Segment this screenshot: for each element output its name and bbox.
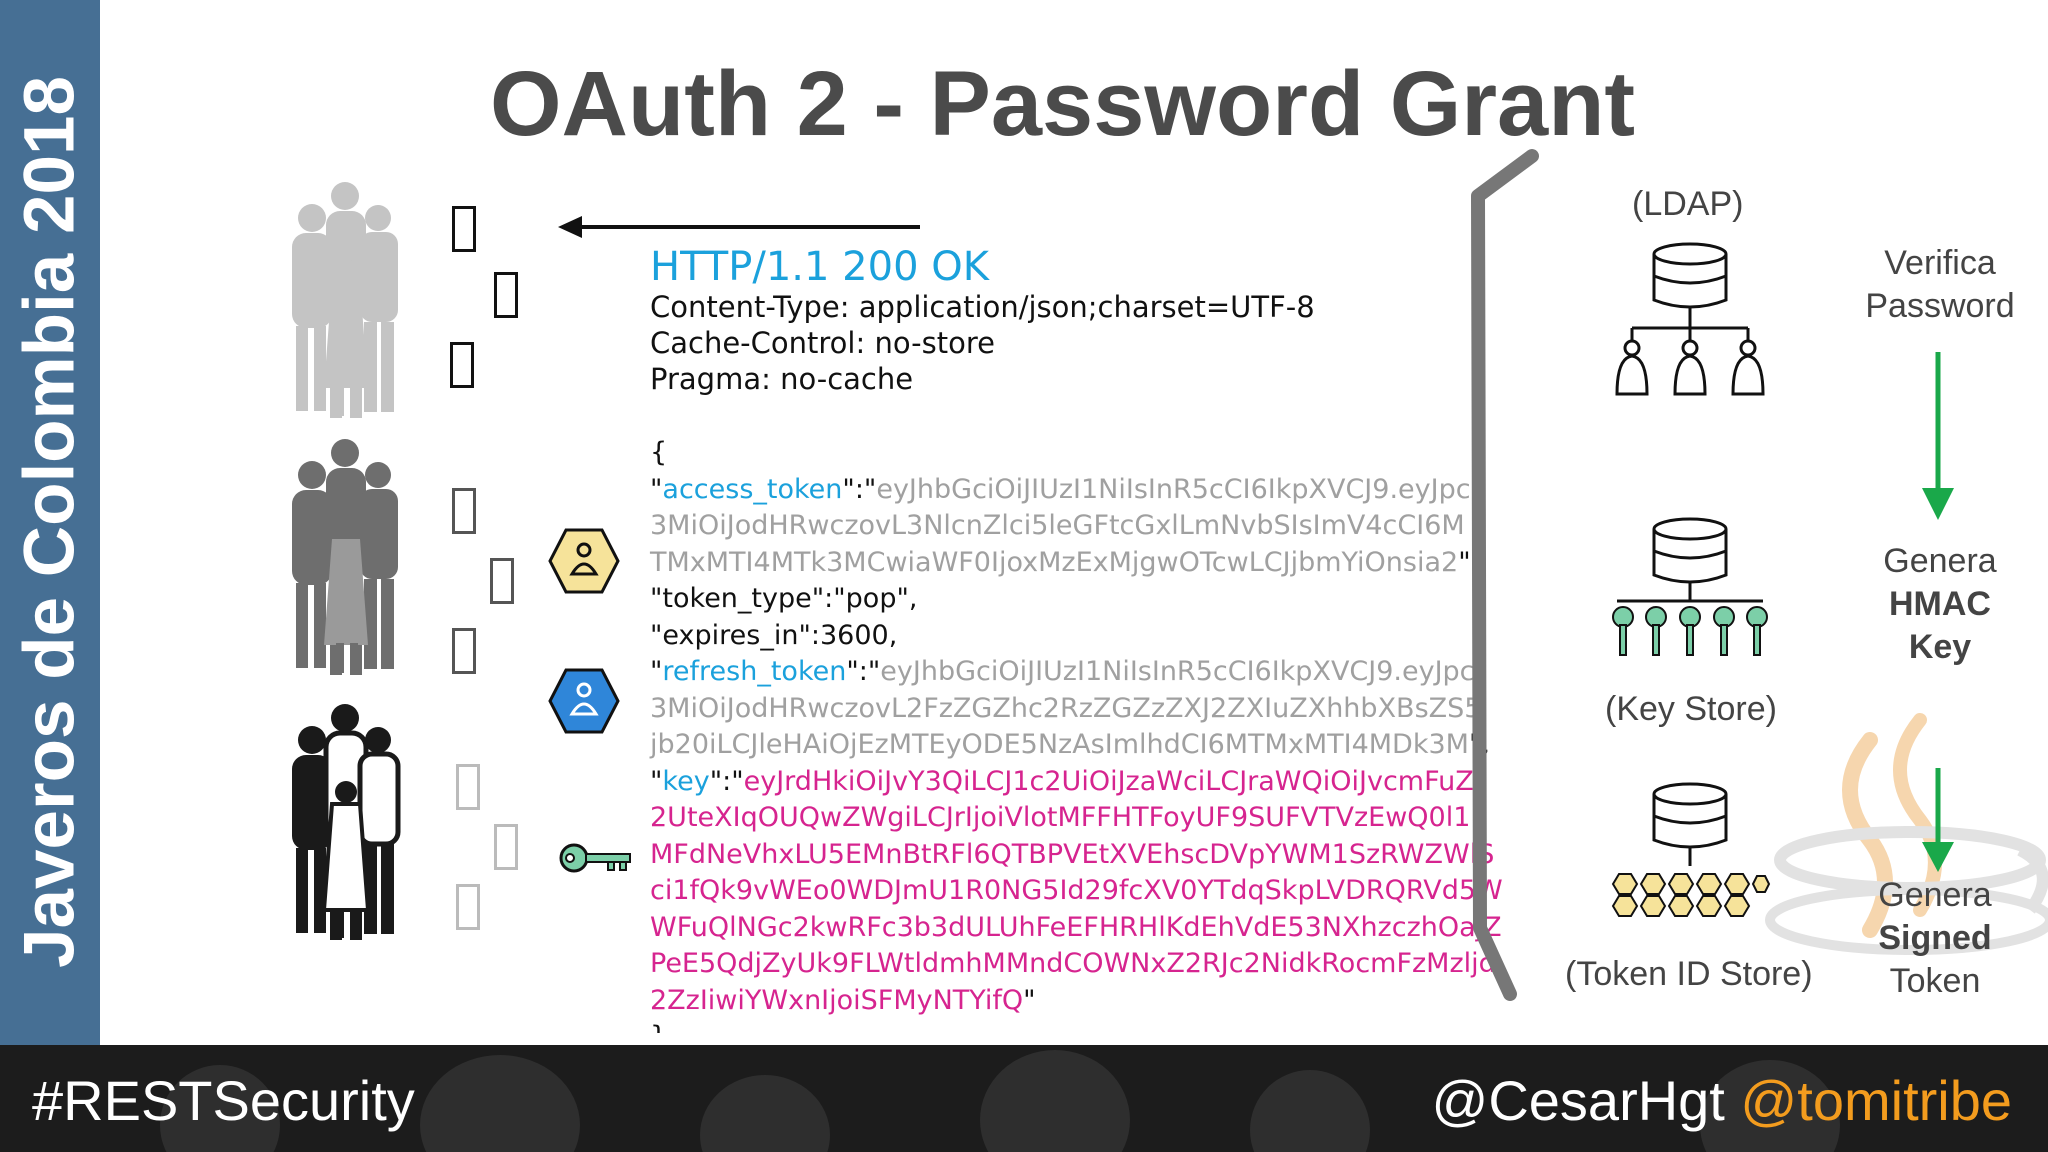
json-key: key bbox=[662, 765, 710, 797]
server-bracket bbox=[1471, 149, 1539, 1001]
placeholder-glyph bbox=[452, 488, 476, 534]
user-badge-blue-icon bbox=[548, 668, 620, 734]
ldap-label: (LDAP) bbox=[1632, 185, 1744, 223]
json-body: { "access_token":"eyJhbGciOiJIUzI1NiIsIn… bbox=[650, 435, 1503, 1033]
json-line: MFdNeVhxLU5EMnBtRFl6QTBPVEtXVEhscDVpYWM1… bbox=[650, 838, 1495, 870]
json-line: PeE5QdjZyUk9FLWtldmhMMndCOWNxZ2RJc2NidkR… bbox=[650, 948, 1496, 979]
header-line: Content-Type: application/json;charset=U… bbox=[650, 290, 1315, 324]
twitter-handle-tomitribe: @tomitribe bbox=[1740, 1069, 2012, 1132]
json-line-key: "key":"eyJrdHkiOiJvY3QiLCJ1c2UiOiJzaWciL… bbox=[650, 765, 1474, 797]
json-key: access_token bbox=[662, 473, 843, 505]
json-line: 3MiOiJodHRwczovL2FzZGZhc2RzZGZzZXJ2ZXIuZ… bbox=[650, 692, 1482, 724]
json-line: 2UteXIqOUQwZWgiLCJrIjoiVlotMFFHTFoyUF9SU… bbox=[650, 802, 1471, 833]
placeholder-glyph bbox=[494, 272, 518, 318]
event-sidebar: Javeros de Colombia 2018 bbox=[0, 0, 100, 1045]
json-line: 2ZzIiwiYWxnIjoiSFMyNTYifQ" bbox=[650, 984, 1036, 1016]
json-key: refresh_token bbox=[662, 656, 847, 687]
json-line-access-token: "access_token":"eyJhbGciOiJIUzI1NiIsInR5… bbox=[650, 473, 1471, 505]
key-store-label: (Key Store) bbox=[1605, 690, 1777, 728]
json-close-brace: } bbox=[650, 1019, 1503, 1033]
placeholder-glyph bbox=[452, 206, 476, 252]
slide-title: OAuth 2 - Password Grant bbox=[490, 53, 1636, 155]
down-arrow-icon bbox=[1922, 768, 1954, 872]
placeholder-glyph bbox=[456, 764, 480, 810]
http-status-line: HTTP/1.1 200 OK bbox=[650, 244, 989, 290]
json-line: ci1fQk9vWEo0WDJmU1R0NG5Id29fcXV0YTdqSkpL… bbox=[650, 875, 1503, 906]
step-verify-password: Verifica Password bbox=[1865, 244, 2015, 325]
header-line: Cache-Control: no-store bbox=[650, 326, 995, 360]
footer-bar bbox=[0, 1045, 2048, 1152]
response-arrow-icon bbox=[558, 216, 920, 238]
footer-hashtag: #RESTSecurity bbox=[32, 1069, 415, 1132]
ldap-directory-icon bbox=[1615, 242, 1765, 396]
placeholder-glyph bbox=[450, 342, 474, 388]
token-store-database-icon bbox=[1611, 782, 1771, 917]
placeholder-glyph bbox=[452, 628, 476, 674]
family-group-icon-dark bbox=[292, 704, 401, 940]
json-open-brace: { bbox=[650, 437, 668, 468]
json-line-token-type: "token_type":"pop", bbox=[650, 583, 918, 614]
header-line: Pragma: no-cache bbox=[650, 362, 914, 396]
placeholder-glyph bbox=[490, 558, 514, 604]
down-arrow-icon bbox=[1922, 352, 1954, 520]
json-line: jb20iLCJleHAiOjEzMTEyODE5NzAsImlhdCI6MTM… bbox=[650, 729, 1490, 760]
family-group-icon-light bbox=[292, 182, 398, 418]
placeholder-glyph bbox=[494, 824, 518, 870]
token-id-store-label: (Token ID Store) bbox=[1565, 955, 1813, 993]
twitter-handle-cesarhgt: @CesarHgt bbox=[1431, 1069, 1725, 1132]
json-line-refresh-token: "refresh_token":"eyJhbGciOiJIUzI1NiIsInR… bbox=[650, 656, 1475, 687]
family-group-icon-mid bbox=[292, 439, 398, 675]
key-icon bbox=[559, 843, 631, 873]
json-line-expires-in: "expires_in":3600, bbox=[650, 619, 898, 651]
json-line: WFuQlNGc2kwRFc3b3dULUhFeEFHRHlKdEhVdE53N… bbox=[650, 911, 1502, 943]
key-store-database-icon bbox=[1612, 517, 1768, 656]
step-generate-hmac-key: Genera HMAC Key bbox=[1883, 542, 1997, 666]
step-generate-signed-token: Genera Signed Token bbox=[1878, 876, 1992, 1000]
json-line: TMxMTI4MTk3MCwiaWF0IjoxMzExMjgwOTcwLCJjb… bbox=[650, 546, 1480, 578]
user-badge-yellow-icon bbox=[548, 528, 620, 594]
json-line: 3MiOiJodHRwczovL3NlcnZlci5leGFtcGxlLmNvb… bbox=[650, 510, 1465, 541]
java-cup-logo bbox=[1765, 713, 2048, 955]
placeholder-glyph bbox=[456, 884, 480, 930]
footer-handles: @CesarHgt @tomitribe bbox=[1431, 1068, 2012, 1133]
event-name: Javeros de Colombia 2018 bbox=[10, 76, 90, 968]
